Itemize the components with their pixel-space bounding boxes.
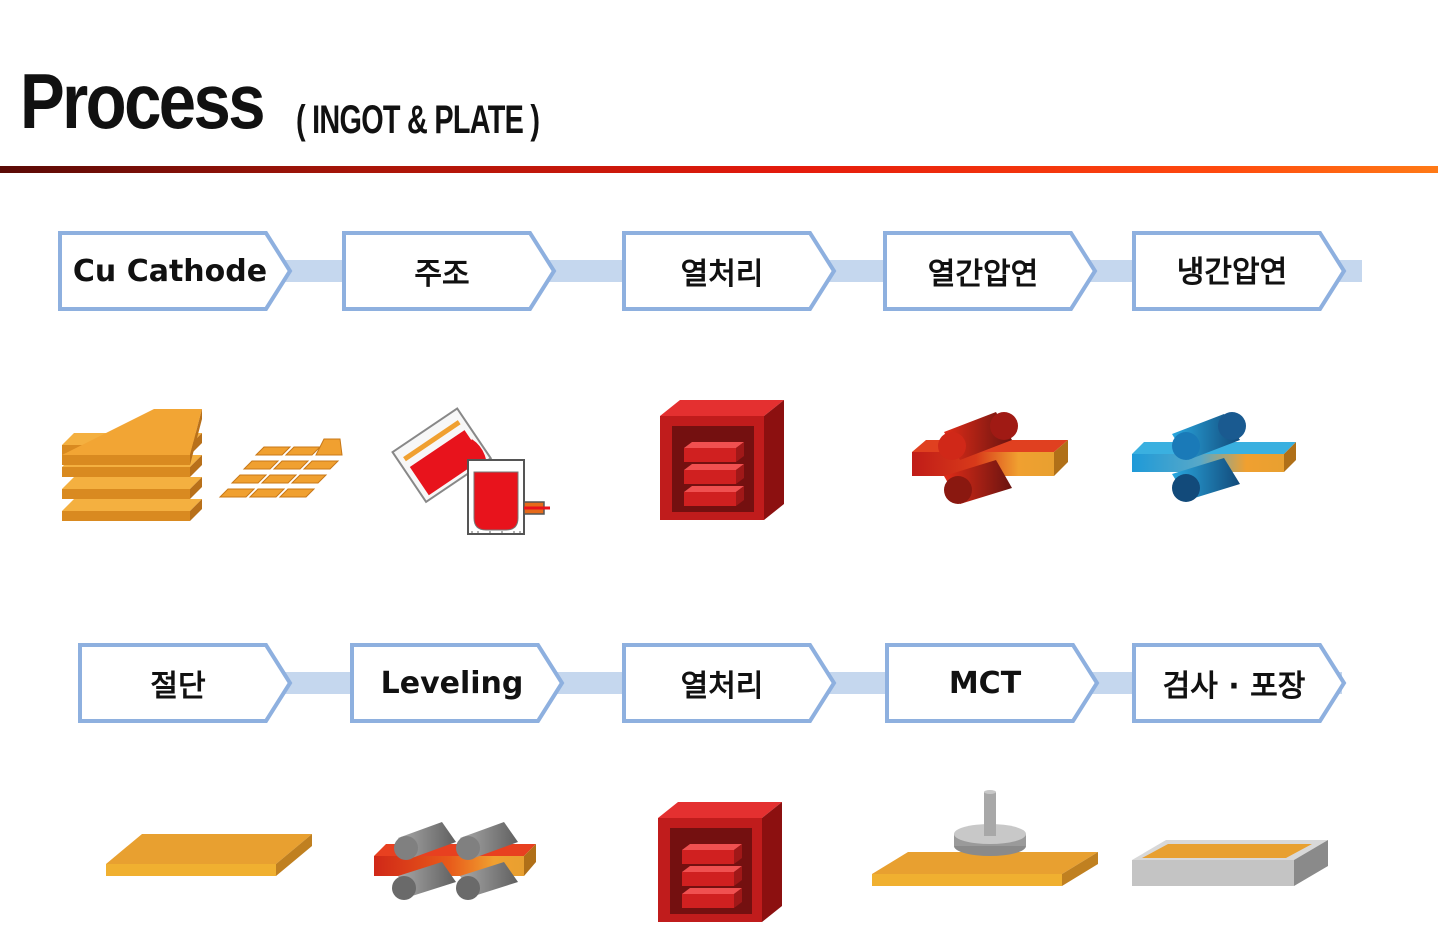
step-chevron-cold-rolling	[1132, 231, 1347, 311]
hot-rolling-illustration	[912, 412, 1068, 504]
step-label-cu-cathode: Cu Cathode	[72, 253, 268, 289]
furnace-illustration	[660, 400, 784, 520]
pouring-ladle	[391, 407, 493, 504]
leveling-bottom-rolls	[392, 862, 518, 900]
step-label-hot-rolling: 열간압연	[927, 257, 1039, 292]
furnace-ingots-2	[682, 844, 742, 908]
step-chevron-heat-treatment	[622, 231, 837, 311]
step-label-casting: 주조	[414, 257, 470, 292]
step-chevron-mct	[885, 643, 1100, 723]
step-label-heat-treatment-2: 열처리	[680, 669, 764, 704]
step-label-mct: MCT	[948, 665, 1022, 701]
packing-illustration	[1132, 840, 1328, 886]
step-chevron-casting	[342, 231, 557, 311]
leveling-illustration	[374, 822, 536, 900]
bottom-roll	[944, 460, 1012, 504]
step-label-inspection-packing: 검사 · 포장	[1162, 669, 1306, 704]
page-title: Process	[20, 57, 266, 145]
top-roll-cold	[1172, 412, 1246, 460]
cathode-small-tiles	[218, 438, 343, 498]
mold	[467, 459, 550, 535]
bottom-roll-cold	[1172, 458, 1240, 502]
step-chevron-cutting	[78, 643, 293, 723]
cut-plate-illustration	[106, 834, 312, 876]
mct-illustration	[872, 790, 1098, 886]
step-label-cold-rolling: 냉간압연	[1176, 255, 1288, 290]
furnace-illustration-2	[658, 802, 782, 922]
casting-illustration	[391, 407, 550, 535]
furnace-ingots	[684, 442, 744, 506]
milling-cutter	[954, 790, 1026, 856]
top-roll	[938, 412, 1018, 460]
step-chevron-heat-treatment-2	[622, 643, 837, 723]
step-chevron-leveling	[350, 643, 565, 723]
title-divider	[0, 166, 1438, 173]
cold-rolling-illustration	[1132, 412, 1296, 502]
leveling-top-rolls	[394, 822, 518, 860]
step-chevron-cu-cathode	[58, 231, 293, 311]
step-label-cutting: 절단	[150, 669, 206, 704]
cathode-plate-stack	[62, 409, 202, 521]
step-chevron-inspection-packing	[1132, 643, 1347, 723]
step-label-heat-treatment: 열처리	[680, 257, 764, 292]
step-label-leveling: Leveling	[380, 665, 524, 701]
cu-cathode-illustration	[62, 409, 343, 521]
page-subtitle: ( INGOT & PLATE )	[296, 98, 540, 142]
step-chevron-hot-rolling	[883, 231, 1098, 311]
